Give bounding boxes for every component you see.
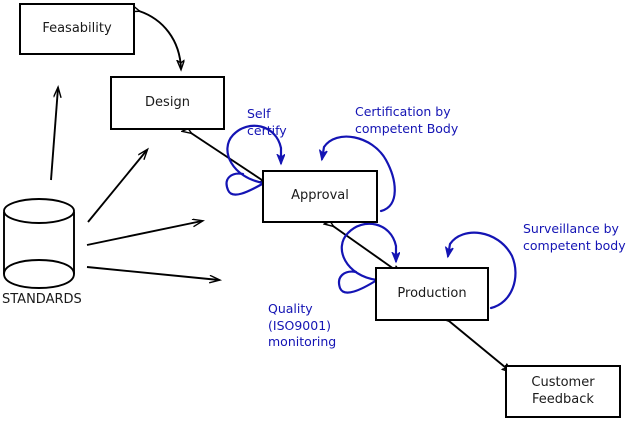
connector-standards-production xyxy=(86,266,219,280)
standards-cylinder-icon xyxy=(3,198,75,289)
node-production-label: Production xyxy=(397,285,467,301)
connector-standards-approval xyxy=(86,221,202,246)
loop-surveillance xyxy=(448,231,517,310)
connector-standards-design xyxy=(87,150,147,223)
loop-quality xyxy=(337,222,396,294)
annotation-quality-iso9001-monitoring: Quality (ISO9001) monitoring xyxy=(268,301,337,349)
node-design[interactable]: Design xyxy=(110,76,225,130)
node-customer-feedback[interactable]: Customer Feedback xyxy=(505,365,621,418)
loop-self-certify xyxy=(225,124,281,196)
connector-approval-production xyxy=(333,226,401,274)
node-feasability-label: Feasability xyxy=(42,20,112,36)
loop-certification xyxy=(322,135,396,213)
node-feasability[interactable]: Feasability xyxy=(19,3,135,55)
standards-label: STANDARDS xyxy=(2,292,82,307)
connector-feasability-design xyxy=(139,11,181,69)
annotation-surveillance-by-competent-body: Surveillance by competent body xyxy=(523,221,626,253)
node-approval-label: Approval xyxy=(291,188,349,204)
annotation-self-certify: Self certify xyxy=(247,106,287,138)
node-production[interactable]: Production xyxy=(375,267,489,321)
node-design-label: Design xyxy=(145,94,190,110)
connector-production-customer-feedback xyxy=(449,321,511,372)
node-approval[interactable]: Approval xyxy=(262,170,378,223)
node-customer-feedback-label: Customer Feedback xyxy=(531,375,595,407)
connector-standards-feasability xyxy=(50,88,58,181)
annotation-certification-by-competent-body: Certification by competent Body xyxy=(355,104,459,136)
